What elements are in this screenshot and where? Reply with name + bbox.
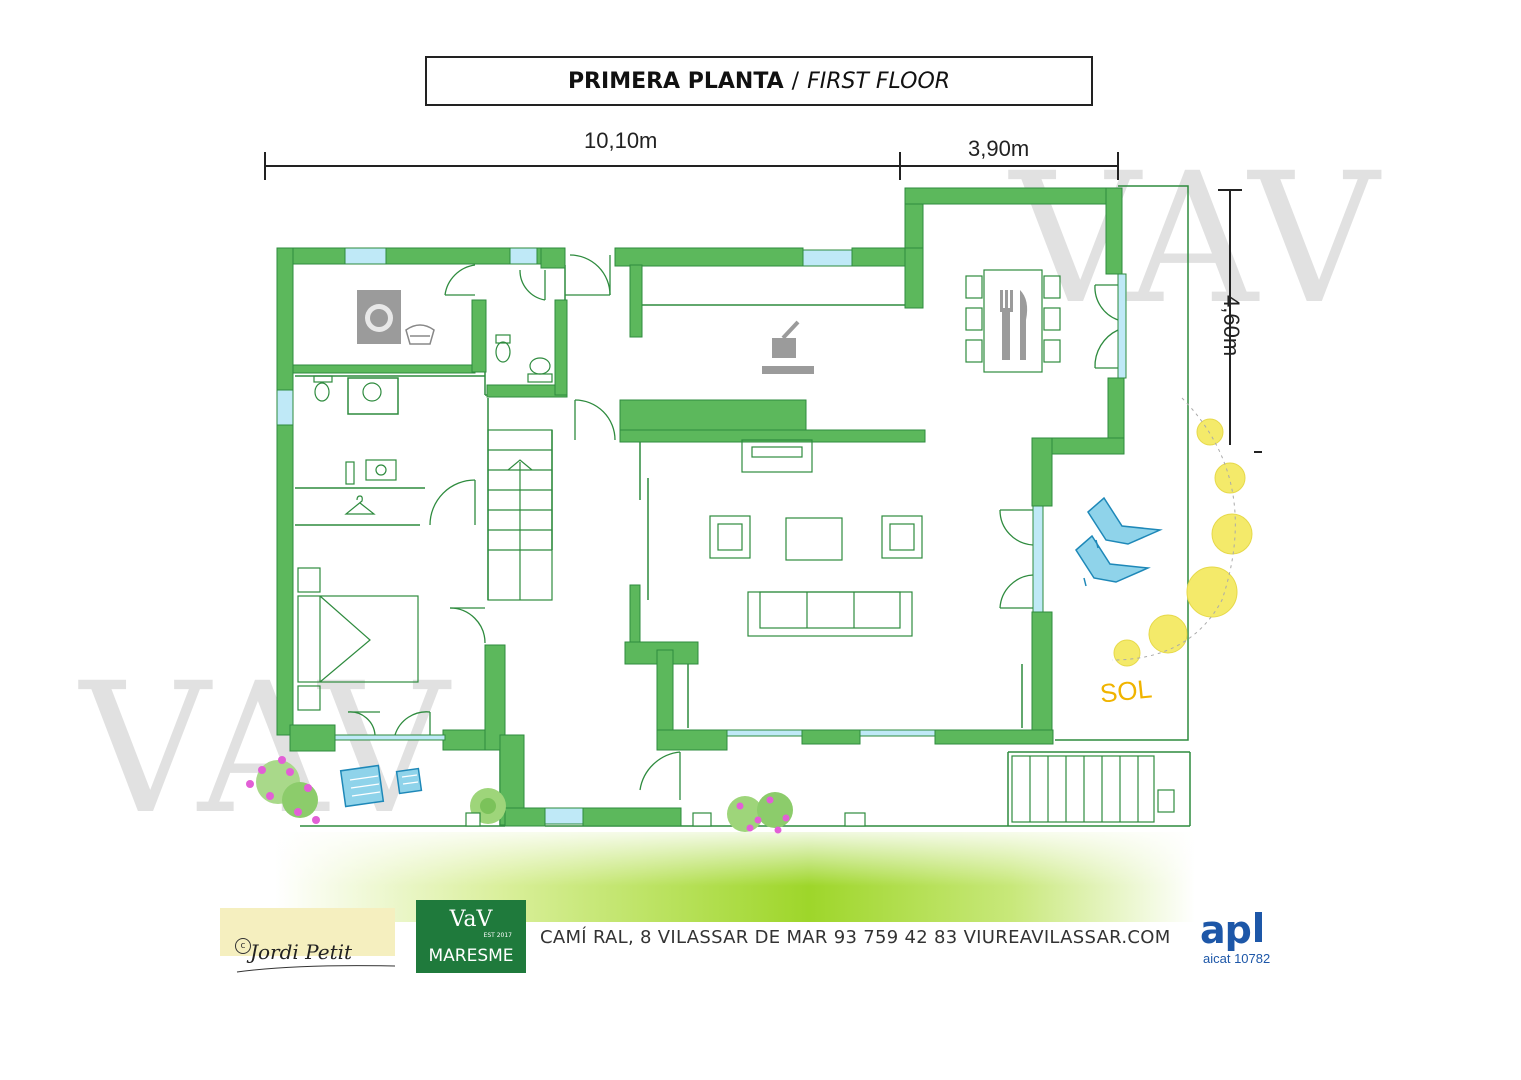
sofa-icon <box>747 591 913 637</box>
sink-icon <box>345 382 397 485</box>
brand-est: EST 2017 <box>483 932 512 939</box>
coffee-table <box>785 517 843 561</box>
aicat-number: aicat 10782 <box>1203 951 1271 966</box>
washing-machine-icon <box>357 290 401 344</box>
dimension-side-width: 3,90m <box>968 136 1030 161</box>
toilet-icon <box>313 334 553 402</box>
api-logo: ap <box>1200 908 1252 952</box>
planters <box>465 812 866 827</box>
title-separator: / <box>791 68 800 94</box>
brand-name: MARESME <box>428 946 514 966</box>
sun-label: SOL <box>1098 673 1154 709</box>
page-title: PRIMERA PLANTA / FIRST FLOOR <box>425 56 1093 106</box>
outdoor-stairs <box>1011 755 1175 823</box>
doors <box>347 254 1119 800</box>
copyright-icon: c <box>235 938 251 954</box>
api-logo-bar <box>1255 912 1262 942</box>
dining-table <box>965 269 1061 373</box>
dimension-lines <box>264 152 1262 453</box>
title-primary: PRIMERA PLANTA <box>567 68 784 94</box>
tv-icon <box>741 439 813 473</box>
hanger-icon <box>344 495 376 515</box>
armchair-icon <box>709 515 923 559</box>
brand-logo[interactable]: VaV EST 2017 MARESME <box>416 900 526 973</box>
sun-path <box>1113 418 1253 667</box>
sun-lounger-icon <box>1075 496 1163 587</box>
stairs-icon <box>487 429 553 601</box>
sun-path-arc <box>1111 397 1236 661</box>
plant-right <box>727 792 793 834</box>
fork-knife-icon <box>1000 290 1028 360</box>
windows <box>276 247 1127 825</box>
bed-icon <box>297 567 419 711</box>
signature-underline <box>236 965 396 973</box>
title-secondary: FIRST FLOOR <box>807 68 951 94</box>
dimension-main-width: 10,10m <box>584 128 658 153</box>
plant-left <box>246 756 320 824</box>
brand-logo-mark: VaV <box>449 907 493 932</box>
contact-address[interactable]: CAMÍ RAL, 8 VILASSAR DE MAR 93 759 42 83… <box>540 927 1171 948</box>
photographer-signature: Jordi Petit <box>250 940 353 964</box>
cooktop-icon <box>762 320 814 374</box>
balcony-lounger-lines <box>349 774 419 797</box>
walls <box>276 187 1125 827</box>
balcony-lounger <box>339 764 423 808</box>
laundry-basket-icon <box>405 324 435 345</box>
